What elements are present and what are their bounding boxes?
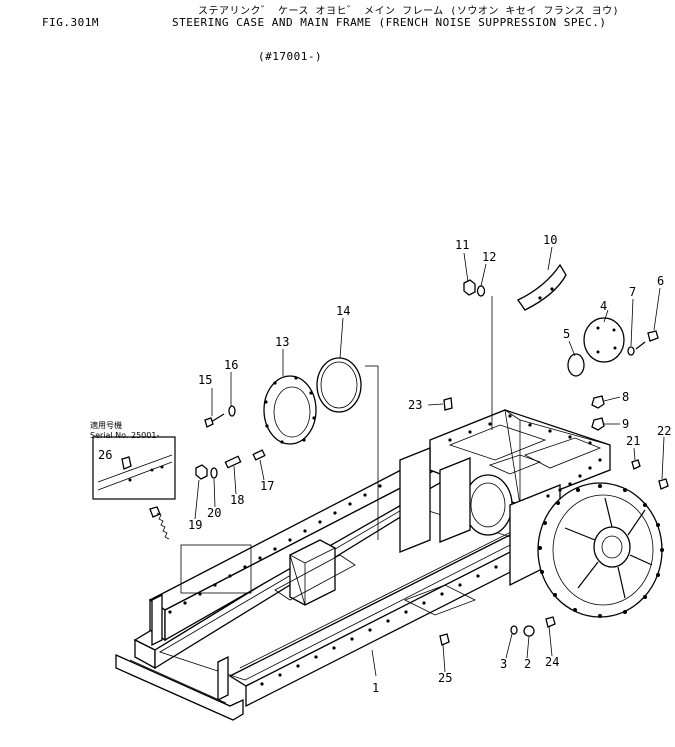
- callout-4: 4: [600, 299, 607, 313]
- bolt-19-thread: [156, 512, 170, 540]
- nut-11: [463, 279, 476, 296]
- callout-12: 12: [482, 250, 496, 264]
- washer-16: [228, 405, 236, 417]
- callout-7: 7: [629, 285, 636, 299]
- callout-3: 3: [500, 657, 507, 671]
- plug-24: [545, 616, 556, 628]
- callout-14: 14: [336, 304, 350, 318]
- cover-plate: [517, 263, 567, 311]
- phantom-plate-outline: [404, 584, 476, 616]
- washer-3: [510, 625, 518, 635]
- callout-25: 25: [438, 671, 452, 685]
- pin-17: [252, 449, 266, 461]
- frame-bolt-holes: [168, 414, 602, 686]
- callout-19: 19: [188, 518, 202, 532]
- serial-inset: 適用号機 Serial No. 25001- 26: [90, 420, 176, 500]
- callout-20: 20: [207, 506, 221, 520]
- serial-range: (#17001-): [258, 50, 323, 63]
- figure-number: FIG.301M: [42, 16, 99, 29]
- detail-box-area: [180, 544, 252, 594]
- plug-9: [591, 417, 605, 431]
- callout-8: 8: [622, 390, 629, 404]
- nut-20: [195, 464, 208, 480]
- callout-2: 2: [524, 657, 531, 671]
- bolt-19-head: [149, 506, 161, 518]
- callout-10: 10: [543, 233, 557, 247]
- callout-16: 16: [224, 358, 238, 372]
- callout-6: 6: [657, 274, 664, 288]
- washer-12: [476, 285, 486, 297]
- plug-25: [439, 633, 450, 646]
- callout-5: 5: [563, 327, 570, 341]
- drive-housing: [537, 482, 664, 618]
- inset-label-jp: 適用号機: [90, 420, 122, 430]
- bolt-6: [647, 330, 659, 342]
- callout-numbers: 1 2 3 4 5 6 7 8 9 10 11 12 13 14 15 16 1…: [188, 233, 671, 695]
- callout-21: 21: [626, 434, 640, 448]
- o-ring-large: [316, 357, 362, 413]
- bolt-15: [210, 413, 225, 423]
- callout-22: 22: [657, 424, 671, 438]
- callout-18: 18: [230, 493, 244, 507]
- plug-23: [443, 397, 453, 411]
- callout-1: 1: [372, 681, 379, 695]
- callout-24: 24: [545, 655, 559, 669]
- inset-callout-26: 26: [98, 448, 112, 462]
- title-japanese: ステアリンク゛ ケース オヨヒ゛ メイン フレーム (ソウオン キセイ フランス…: [198, 6, 620, 17]
- plug-22: [658, 478, 669, 490]
- washer-7: [627, 346, 635, 356]
- leader-lines: [194, 246, 665, 677]
- stud-18: [224, 455, 242, 469]
- callout-23: 23: [408, 398, 422, 412]
- callout-17: 17: [260, 479, 274, 493]
- main-frame: [115, 296, 611, 721]
- plate-4: [583, 317, 625, 363]
- housing-bolt-ring: [538, 484, 664, 618]
- callout-15: 15: [198, 373, 212, 387]
- plug-8: [591, 395, 605, 409]
- callout-11: 11: [455, 238, 469, 252]
- callout-9: 9: [622, 417, 629, 431]
- callout-13: 13: [275, 335, 289, 349]
- o-ring-5: [567, 353, 585, 377]
- cover-13: [263, 375, 317, 445]
- title-english: STEERING CASE AND MAIN FRAME (FRENCH NOI…: [172, 16, 607, 29]
- plug-2: [523, 625, 535, 637]
- plug-21: [631, 459, 641, 470]
- inset-label-serial: Serial No. 25001-: [90, 431, 159, 440]
